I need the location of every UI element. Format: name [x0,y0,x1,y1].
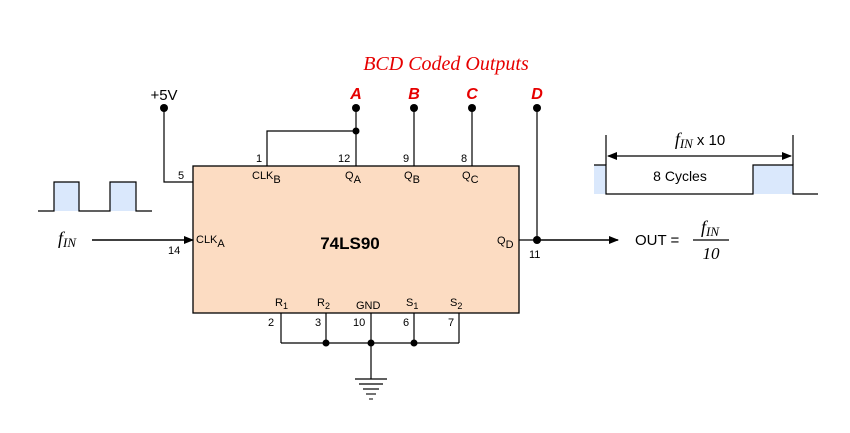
output-letter-a: A [349,86,362,103]
output-letter-c: C [466,86,478,103]
pin-label-clkb: CLKB [252,170,281,186]
pin-number-5: 5 [178,170,184,182]
supply-wire [163,108,193,183]
junction-gnd [367,339,375,347]
junction-qa [352,127,360,135]
pin-label-s2: S2 [450,297,462,311]
pin-label-qd: QD [497,235,514,251]
output-letter-d: D [531,86,543,103]
pin-label-s1: S1 [406,297,418,311]
pin-number-9: 9 [403,153,409,165]
pin-label-r1: R1 [275,297,288,311]
cycles-label: 8 Cycles [653,168,707,184]
pin-number-14: 14 [168,245,180,257]
out-numerator: fIN [701,217,720,239]
input-label: fIN [58,228,77,250]
pin-number-7: 7 [448,317,454,329]
pin-number-2: 2 [268,317,274,329]
pin-label-qb: QB [404,170,420,186]
input-clock-waveform [38,181,152,212]
pin-label-gnd: GND [356,300,381,312]
pin-number-10: 10 [353,317,365,329]
ground-symbol [355,378,387,400]
pin-label-qc: QC [462,170,479,186]
junction-r2 [322,339,330,347]
out-denominator: 10 [703,244,721,263]
wire-qd [519,108,538,241]
ic-chip-body [192,165,520,314]
junction-s1 [410,339,418,347]
wire-qa-to-clkb [266,130,356,166]
pin-number-6: 6 [403,317,409,329]
diagram-title: BCD Coded Outputs [363,53,529,75]
pin-number-12: 12 [338,153,350,165]
pin-number-3: 3 [315,317,321,329]
supply-label: +5V [150,87,177,104]
pin-number-8: 8 [461,153,467,165]
output-waveform [594,135,818,195]
pin-number-1: 1 [256,153,262,165]
output-letter-b: B [408,86,420,103]
pin-label-qa: QA [345,170,362,186]
chip-name: 74LS90 [320,234,380,253]
pin-label-r2: R2 [317,297,330,311]
pin-label-clka: CLKA [196,234,225,250]
out-prefix: OUT = [635,232,680,249]
pin-number-11: 11 [529,249,540,261]
